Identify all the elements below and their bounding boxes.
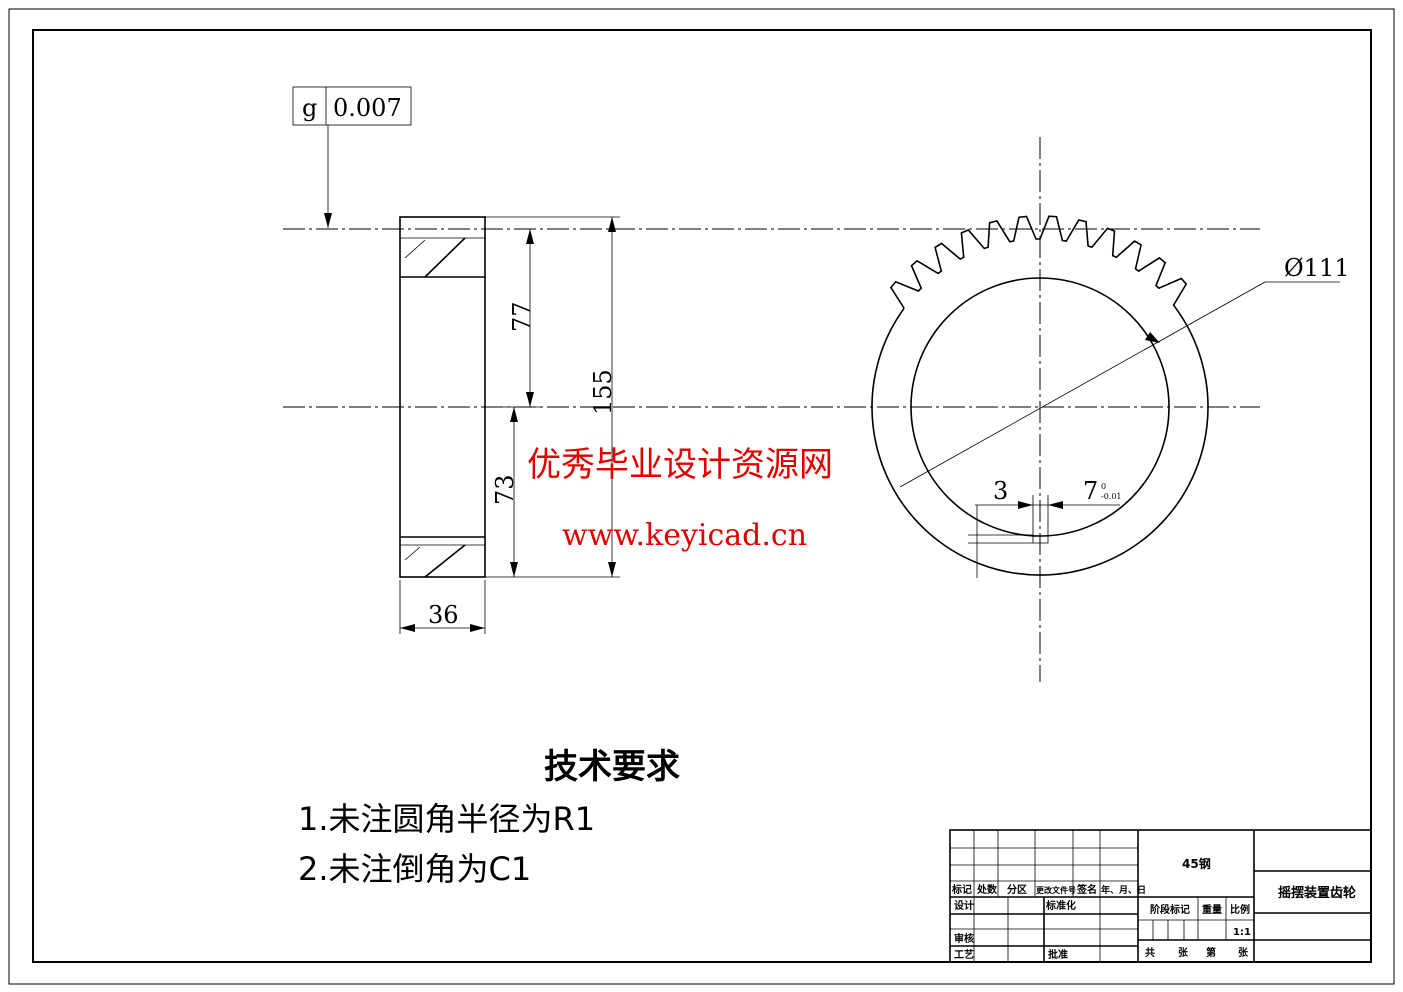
- gear-outline: [871, 215, 1209, 576]
- dim-key-7: 7: [1083, 477, 1098, 505]
- gear-front-view: Ø111 3 7 0 -0.01: [871, 215, 1349, 578]
- tb-sheets: 张: [1178, 946, 1189, 959]
- tb-standard: 标准化: [1045, 899, 1076, 912]
- tb-approve: 批准: [1048, 948, 1068, 961]
- gear-section-view: [399, 216, 486, 578]
- dim-77: 77: [508, 301, 536, 332]
- dim-36: 36: [428, 601, 459, 629]
- geometric-tolerance-frame: g 0.007: [292, 86, 412, 228]
- watermark-url[interactable]: www.keyicad.cn: [562, 518, 807, 553]
- requirement-item: 2.未注倒角为C1: [298, 850, 531, 888]
- tb-total: 共: [1145, 946, 1155, 959]
- sheet-border: [8, 8, 1395, 985]
- watermark-text: 优秀毕业设计资源网: [527, 445, 833, 485]
- tb-page: 第: [1206, 946, 1216, 959]
- tb-header: 分区: [1007, 883, 1027, 896]
- tb-page2: 张: [1238, 946, 1249, 959]
- tb-header: 年、月、日: [1101, 884, 1146, 896]
- tb-header: 处数: [976, 883, 998, 896]
- dim-diameter: Ø111: [1284, 254, 1349, 282]
- tb-weight: 重量: [1202, 903, 1222, 916]
- tb-ratio: 比例: [1230, 903, 1250, 916]
- tb-header: 签名: [1076, 883, 1097, 896]
- requirement-item: 1.未注圆角半径为R1: [298, 800, 595, 838]
- dim-key-3: 3: [993, 477, 1008, 505]
- requirements-title: 技术要求: [544, 747, 680, 787]
- tb-header: 标记: [951, 883, 972, 896]
- dim-155: 155: [589, 369, 617, 415]
- tb-scale: 1:1: [1233, 927, 1251, 938]
- tb-process: 工艺: [954, 948, 974, 961]
- drawing-frame: [32, 29, 1372, 963]
- tb-stage: 阶段标记: [1150, 903, 1190, 916]
- dim-73: 73: [491, 474, 519, 505]
- title-block: 标记 处数 分区 更改文件号 签名 年、月、日 设计 标准化 审核 工艺 批准 …: [949, 829, 1372, 963]
- tol-lower: -0.01: [1101, 492, 1122, 501]
- dimensions-side: 77 155 73 36: [399, 216, 620, 634]
- tb-material: 45钢: [1182, 856, 1211, 871]
- tb-design: 设计: [954, 899, 974, 912]
- tolerance-value: 0.007: [333, 94, 402, 122]
- tolerance-symbol: g: [302, 94, 317, 122]
- bore-circle: [910, 277, 1170, 537]
- tb-review: 审核: [954, 932, 974, 945]
- tol-upper: 0: [1101, 482, 1106, 491]
- tb-part-name: 摇摆装置齿轮: [1278, 885, 1356, 901]
- tb-header: 更改文件号: [1036, 885, 1076, 895]
